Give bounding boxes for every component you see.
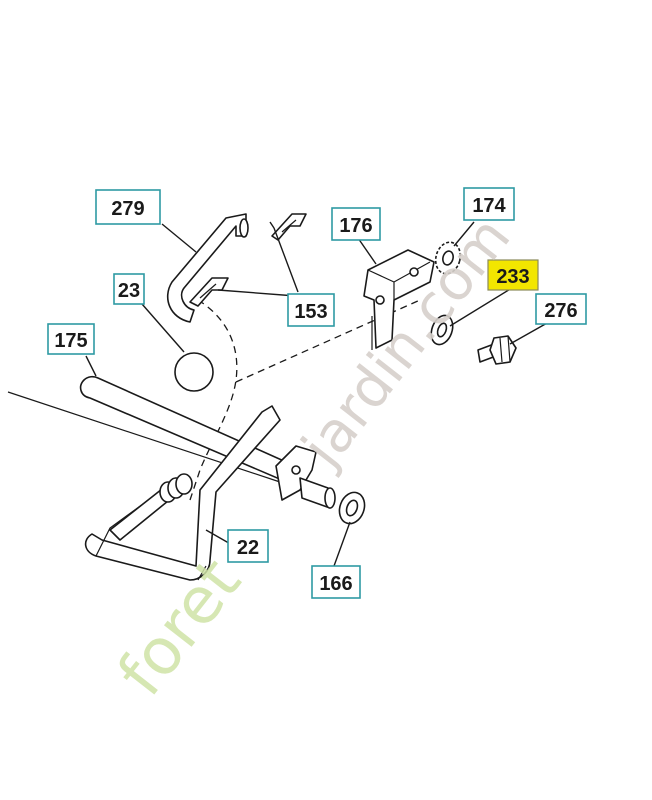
- leader-166: [333, 521, 351, 567]
- svg-text:176: 176: [339, 215, 372, 237]
- washer-233: [430, 314, 454, 346]
- lever-22: [84, 405, 281, 581]
- leader-279: [161, 223, 197, 253]
- label-23[interactable]: 23: [113, 273, 145, 305]
- leader-175: [85, 355, 97, 377]
- bracket-hole-2: [409, 267, 419, 277]
- label-174[interactable]: 174: [463, 187, 515, 221]
- label-166[interactable]: 166: [311, 565, 361, 599]
- svg-text:foret: foret: [104, 545, 255, 710]
- clip-153-lower: [189, 277, 229, 307]
- svg-text:153: 153: [294, 301, 327, 323]
- svg-text:174: 174: [472, 195, 506, 217]
- label-153[interactable]: 153: [287, 293, 335, 327]
- leader-153-b: [217, 289, 297, 297]
- dashed-axis-line: [235, 299, 421, 383]
- svg-text:22: 22: [237, 537, 259, 559]
- label-175[interactable]: 175: [47, 323, 95, 355]
- svg-text:175: 175: [54, 330, 87, 352]
- leader-174: [453, 221, 475, 247]
- rod-279-end: [239, 218, 249, 238]
- label-22[interactable]: 22: [227, 529, 269, 563]
- label-279[interactable]: 279: [95, 189, 161, 225]
- label-176[interactable]: 176: [331, 207, 381, 241]
- bolt-276: [477, 335, 517, 365]
- leader-233: [449, 287, 513, 327]
- pivot-pin-end: [324, 487, 336, 509]
- svg-text:279: 279: [111, 198, 144, 220]
- svg-text:233: 233: [496, 266, 529, 288]
- bracket-176-fold: [367, 261, 431, 300]
- clip-153-upper-line: [281, 219, 297, 233]
- star-washer-174: [434, 241, 462, 275]
- dashed-routing-line: [189, 299, 238, 501]
- pivot-hole: [291, 465, 301, 475]
- watermark-foret: foret: [104, 545, 255, 710]
- leader-23: [141, 303, 185, 353]
- leader-153-a: [269, 221, 299, 293]
- bracket-hole-1: [375, 295, 385, 305]
- svg-text:23: 23: [118, 280, 140, 302]
- label-233[interactable]: 233: [487, 259, 539, 291]
- leader-176: [357, 237, 377, 265]
- spring: [159, 473, 193, 503]
- washer-166: [338, 491, 366, 525]
- rod-279: [166, 213, 247, 323]
- clip-153-lower-line: [199, 283, 217, 299]
- o-ring-23: [174, 352, 214, 392]
- svg-text:166: 166: [319, 573, 352, 595]
- label-276[interactable]: 276: [535, 293, 587, 325]
- svg-text:276: 276: [544, 300, 577, 322]
